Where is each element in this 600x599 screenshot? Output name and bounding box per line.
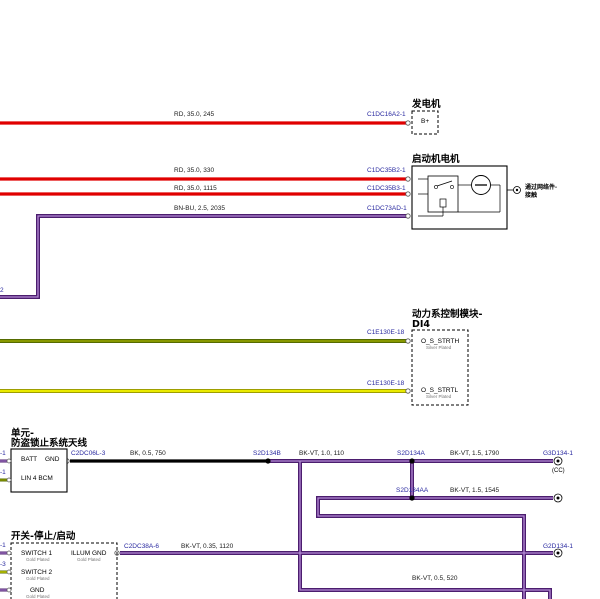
connector-label-7: C2DC06L-3	[71, 450, 106, 457]
starter-side-label-2: 接触	[524, 191, 537, 199]
purple-ground-network	[120, 458, 553, 599]
pcm-pin-2: O_S_STRTL	[421, 387, 458, 394]
wire-label-2: RD, 35.0, 330	[174, 167, 214, 174]
pcm-title-1: 动力系控制模块-	[412, 308, 483, 320]
wire-label-9: BK-VT, 0.35, 1120	[181, 543, 234, 550]
connector-label-8: S2D134B	[253, 450, 281, 457]
left-label-1b: -1	[0, 469, 6, 476]
switch-left-stubs: -1 -3	[0, 542, 12, 593]
switch-pin-gnd: GND	[30, 587, 45, 594]
immobilizer-pin-batt: BATT	[21, 456, 37, 463]
connector-label-cc: (CC)	[552, 468, 565, 474]
pcm-component: 动力系控制模块- DI4 O_S_STRTH Silver Plated O_S…	[411, 308, 483, 406]
connector-label-13: G2D134-1	[543, 543, 573, 550]
starter-component: 启动机电机 通过网络件- 接触	[411, 153, 557, 230]
left-label-switch-3: -3	[0, 561, 6, 568]
ground-terminal-3	[553, 548, 563, 558]
pcm-title-2: DI4	[412, 319, 430, 330]
left-label-switch-1: -1	[0, 542, 6, 549]
left-label-1a: -1	[0, 450, 6, 457]
ground-terminal-1	[553, 456, 563, 466]
connector-label-3: C1DC35B3-1	[367, 185, 406, 192]
connector-label-9: S2D134A	[397, 450, 425, 457]
connector-label-6: C1E130E-18	[367, 380, 405, 387]
connector-label-10: G3D134-1	[543, 450, 573, 457]
switch-pin-illum: ILLUM GND	[71, 550, 107, 557]
immobilizer-pin-lin: LIN 4 BCM	[21, 475, 53, 482]
immobilizer-left-stubs: -1 -1	[0, 450, 12, 483]
switch-pin-1-sub: Gold Plated	[26, 557, 50, 562]
starter-title: 启动机电机	[412, 153, 460, 165]
connector-label-1: C1DC16A2-1	[367, 111, 406, 118]
immobilizer-title-1: 单元-	[11, 427, 34, 439]
connector-label-5: C1E130E-18	[367, 329, 405, 336]
connector-label-12: C2DC38A-6	[124, 543, 159, 550]
alternator-title: 发电机	[411, 98, 441, 110]
wire-label-1: RD, 35.0, 245	[174, 111, 214, 118]
switch-pin-2: SWITCH 2	[21, 569, 52, 576]
left-stub-label: 2	[0, 287, 4, 294]
wire-label-8: BK-VT, 1.5, 1545	[450, 487, 500, 494]
purple-wire-starter	[0, 214, 408, 299]
ground-terminal-2	[553, 493, 563, 503]
switch-pin-1: SWITCH 1	[21, 550, 52, 557]
alternator-pin: B+	[421, 118, 429, 125]
connector-label-11: S2D134AA	[396, 487, 429, 494]
pcm-pin-1: O_S_STRTH	[421, 338, 459, 345]
wire-label-6: BK-VT, 1.0, 110	[299, 450, 344, 457]
pcm-pin-1-sub: Silver Plated	[426, 345, 452, 350]
wire-label-7: BK-VT, 1.5, 1790	[450, 450, 500, 457]
pcm-pin-2-sub: Silver Plated	[426, 394, 452, 399]
switch-pin-2-sub: Gold Plated	[26, 576, 50, 581]
connector-label-4: C1DC73AD-1	[367, 205, 407, 212]
connector-label-2: C1DC35B2-1	[367, 167, 406, 174]
immobilizer-pin-gnd: GND	[45, 456, 60, 463]
alternator-component: 发电机 B+	[411, 98, 441, 135]
wire-label-5: BK, 0.5, 750	[130, 450, 166, 457]
wire-label-3: RD, 35.0, 1115	[174, 185, 217, 192]
wire-label-4: BN-BU, 2.5, 2035	[174, 205, 225, 212]
switch-component: 开关-停止/启动 SWITCH 1 Gold Plated SWITCH 2 G…	[10, 530, 118, 599]
switch-title: 开关-停止/启动	[11, 530, 76, 542]
starter-side-label-1: 通过网络件-	[525, 183, 557, 191]
pin-circles	[64, 120, 411, 556]
switch-pin-gnd-sub: Gold Plated	[26, 594, 50, 599]
switch-pin-illum-sub: Gold Plated	[77, 557, 101, 562]
immobilizer-component: 单元- 防盗锁止系统天线 BATT GND LIN 4 BCM	[10, 427, 88, 493]
wire-label-10: BK-VT, 0.5, 520	[412, 575, 458, 582]
immobilizer-title-2: 防盗锁止系统天线	[11, 437, 88, 449]
